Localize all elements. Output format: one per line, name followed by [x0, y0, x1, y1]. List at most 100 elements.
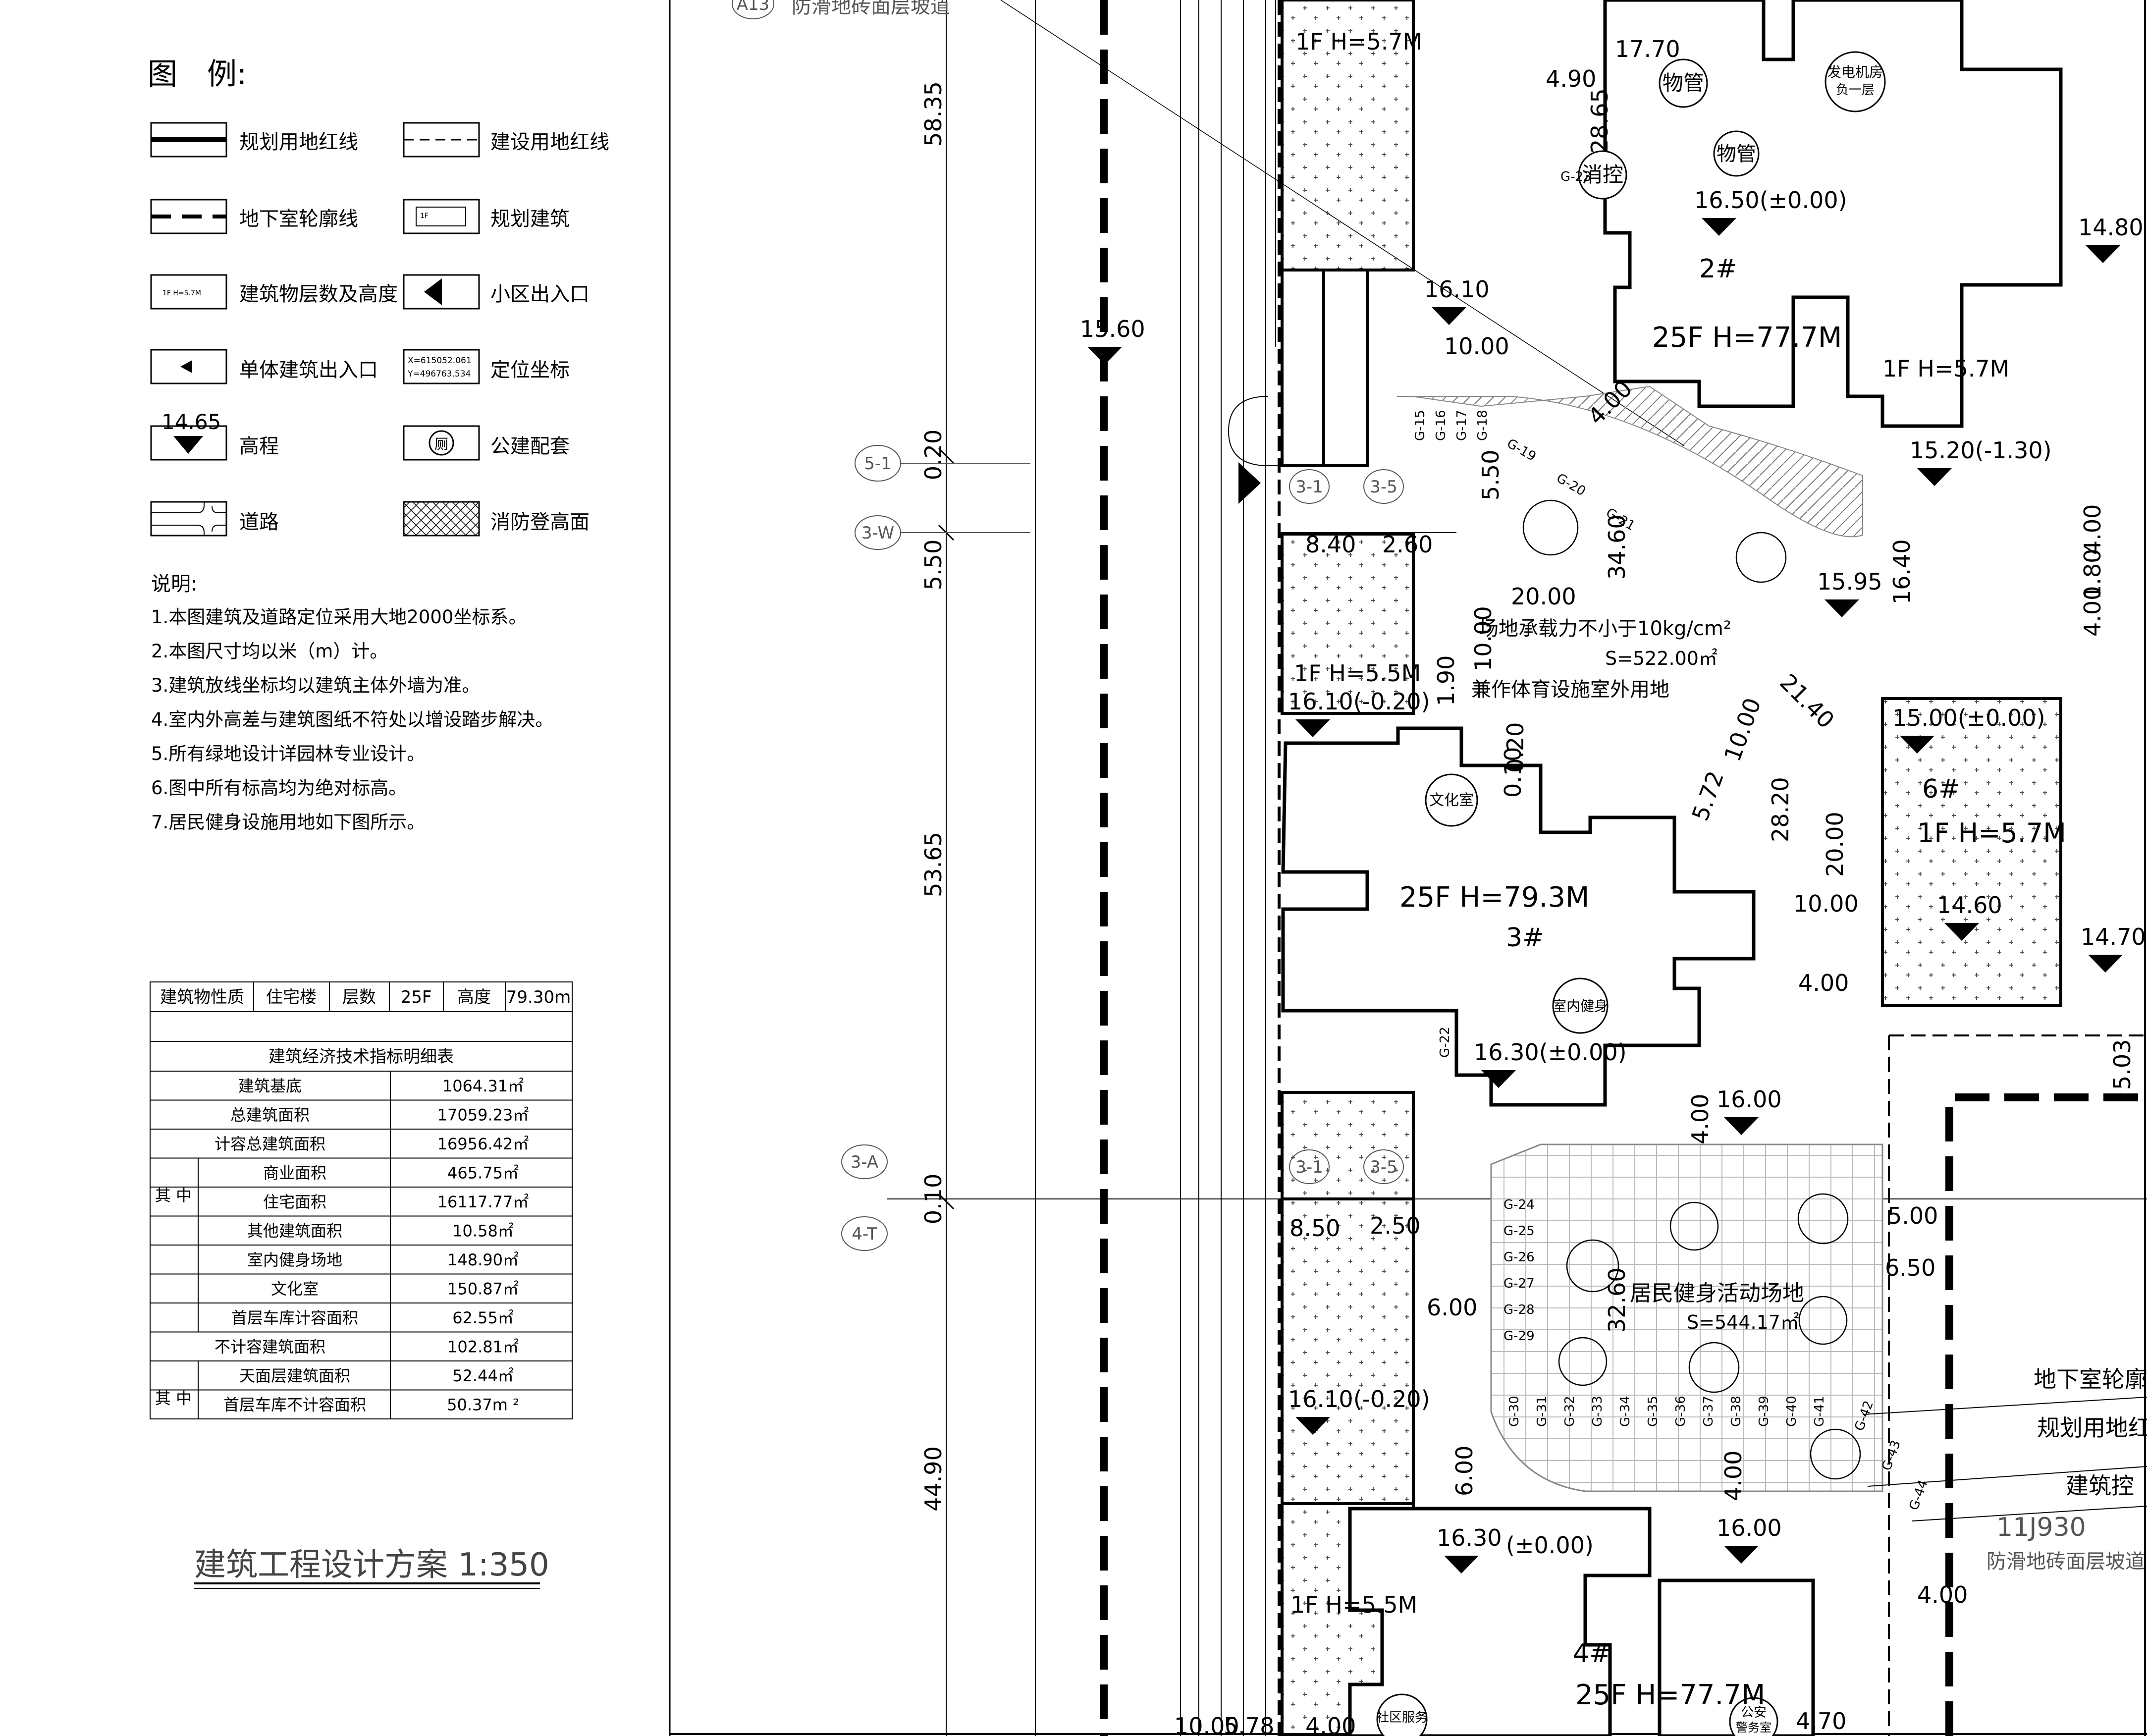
parking-stall-label: G-27: [1503, 1276, 1535, 1291]
svg-text:A13: A13: [737, 0, 770, 14]
dimension-value: 2.60: [1382, 531, 1433, 558]
legend-panel: 图 例: 规划用地红线 建设用地红线 地下室轮廓线 1F 规划建筑 1F H=5…: [148, 57, 609, 833]
svg-text:25F: 25F: [401, 987, 432, 1007]
legend-label-planned-building: 规划建筑: [490, 208, 570, 230]
elevation-value: 16.30(±0.00): [1474, 1039, 1627, 1066]
elevation-value: 14.60: [1937, 892, 2002, 919]
note-2: 2.本图尺寸均以米（m）计。: [151, 641, 388, 662]
legend-label-elevation: 高程: [239, 435, 279, 458]
dimension-value: 4.00: [1917, 1581, 1968, 1608]
parking-stall-label: G-32: [1562, 1396, 1577, 1427]
parking-stall-label: G-25: [1503, 1224, 1535, 1239]
dimension-value: 21.40: [1774, 669, 1839, 734]
parking-stall-label: G-26: [1503, 1250, 1535, 1265]
parking-stall-label: G-23: [1560, 169, 1592, 184]
elevation-value: 16.10: [1424, 276, 1490, 303]
elevation-markers: 16.50(±0.00)16.1015.6014.8015.20(-1.30)1…: [1080, 187, 2146, 1573]
svg-text:1F H=5.5M: 1F H=5.5M: [1290, 1591, 1417, 1618]
elevation-triangle-icon: [1944, 923, 1979, 941]
indicator-label: 总建筑面积: [230, 1106, 310, 1125]
building-4: [1348, 1507, 1652, 1736]
dimension-value: 10.00: [1793, 890, 1859, 917]
indicator-label: 文化室: [271, 1280, 319, 1299]
parking-stall-label: G-22: [1438, 1027, 1452, 1058]
parking-stall-label: G-20: [1554, 471, 1588, 499]
parking-stall-label: G-30: [1507, 1396, 1522, 1427]
elevation-triangle-icon: [1295, 1417, 1330, 1435]
legend-label-dash-line: 建设用地红线: [490, 131, 609, 154]
callout-basement: 地下室轮廓: [2034, 1366, 2147, 1393]
building-6-floors: 1F H=5.7M: [1917, 817, 2066, 849]
dimension-value: 4.00: [1305, 1713, 1356, 1736]
elevation-value: 14.80: [2078, 214, 2144, 241]
indicator-label: 首层车库不计容面积: [223, 1396, 366, 1414]
svg-text:44.90: 44.90: [920, 1446, 947, 1512]
road-symbol: [151, 502, 226, 536]
axis-tag-3-w: 3-W: [861, 523, 894, 543]
building-entrance-icon: [180, 360, 192, 373]
indicator-label: 室内健身场地: [247, 1250, 342, 1269]
indicator-label: 计容总建筑面积: [215, 1135, 325, 1153]
dimension-value: 0.10: [1500, 747, 1526, 798]
elevation-triangle-icon: [1295, 719, 1330, 737]
parking-stall-label: G-33: [1590, 1396, 1605, 1427]
parking-stall-label: G-28: [1503, 1302, 1535, 1317]
field-top-area: S=522.00㎡: [1605, 648, 1718, 669]
parking-stall-label: G-16: [1434, 410, 1449, 441]
svg-text:53.65: 53.65: [920, 832, 947, 897]
parking-stall-label: G-18: [1475, 410, 1490, 441]
elevation-sample: 14.65: [161, 410, 221, 434]
dimension-value: 4.90: [1546, 65, 1596, 92]
axis-tag-3-a: 3-A: [851, 1152, 878, 1172]
notes-title: 说明:: [151, 573, 197, 596]
elevation-triangle-icon: [2086, 245, 2120, 263]
coordinate-sample-x: X=615052.061: [408, 356, 472, 366]
callout-redline: 规划用地红: [2037, 1414, 2147, 1441]
parking-stall-label: G-38: [1729, 1396, 1744, 1427]
legend-label-building-entrance: 单体建筑出入口: [239, 359, 378, 381]
elevation-triangle-icon: [1087, 347, 1122, 365]
elevation-value: 16.00: [1717, 1515, 1782, 1541]
dimension-value: 5.50: [1477, 450, 1504, 500]
dimension-value: 4.70: [1796, 1708, 1846, 1735]
indicator-value: 465.75㎡: [447, 1164, 519, 1183]
indicator-value: 150.87㎡: [447, 1280, 519, 1299]
note-5: 5.所有绿地设计详园林专业设计。: [151, 743, 425, 764]
building-summary-table: 建筑物性质 住宅楼 层数 25F 高度 79.30m: [150, 981, 573, 1012]
room-property-2: 物管: [1717, 143, 1756, 165]
building-2-floors: 25F H=77.7M: [1652, 322, 1842, 354]
indicator-label: 其他建筑面积: [247, 1222, 342, 1241]
elevation-triangle-icon: [173, 436, 203, 454]
indicator-value: 102.81㎡: [447, 1338, 519, 1356]
indicator-value: 148.90㎡: [447, 1250, 519, 1269]
parking-stall-label: G-35: [1646, 1396, 1661, 1427]
field-top-use: 兼作体育设施室外用地: [1471, 678, 1669, 701]
svg-text:1F H=5.7M: 1F H=5.7M: [1295, 28, 1422, 55]
indicator-group: 其 中: [155, 1389, 192, 1408]
svg-text:住宅楼: 住宅楼: [266, 987, 317, 1007]
svg-text:5.50: 5.50: [920, 540, 947, 590]
elevation-triangle-icon: [1702, 218, 1736, 236]
dimension-value: 4.00: [1687, 1094, 1714, 1144]
indicator-value: 50.37m ²: [447, 1396, 519, 1414]
building-4-label: 4#: [1573, 1639, 1611, 1669]
planned-building-symbol: [416, 207, 466, 226]
public-facility-icon: [429, 430, 454, 456]
svg-text:79.30m: 79.30m: [506, 987, 571, 1007]
dimension-value: 20.00: [1822, 812, 1848, 877]
indicator-value: 52.44㎡: [452, 1366, 514, 1385]
elevation-value: 15.95: [1817, 568, 1882, 595]
svg-text:1F H=5.7M: 1F H=5.7M: [1882, 355, 2009, 382]
svg-text:层数: 层数: [342, 987, 376, 1007]
ramp-code: 11J930: [1996, 1513, 2086, 1542]
parking-stall-label: G-19: [1504, 436, 1539, 464]
elevation-value: 15.20(-1.30): [1910, 437, 2052, 464]
dimension-value: 10.00: [1444, 333, 1509, 360]
elevation-triangle-icon: [1444, 1556, 1479, 1573]
legend-label-red-line: 规划用地红线: [239, 131, 358, 154]
elevation-value: 16.10(-0.20): [1288, 1386, 1430, 1412]
elevation-value: (±0.00): [1506, 1532, 1594, 1559]
building-2-label: 2#: [1699, 254, 1737, 284]
